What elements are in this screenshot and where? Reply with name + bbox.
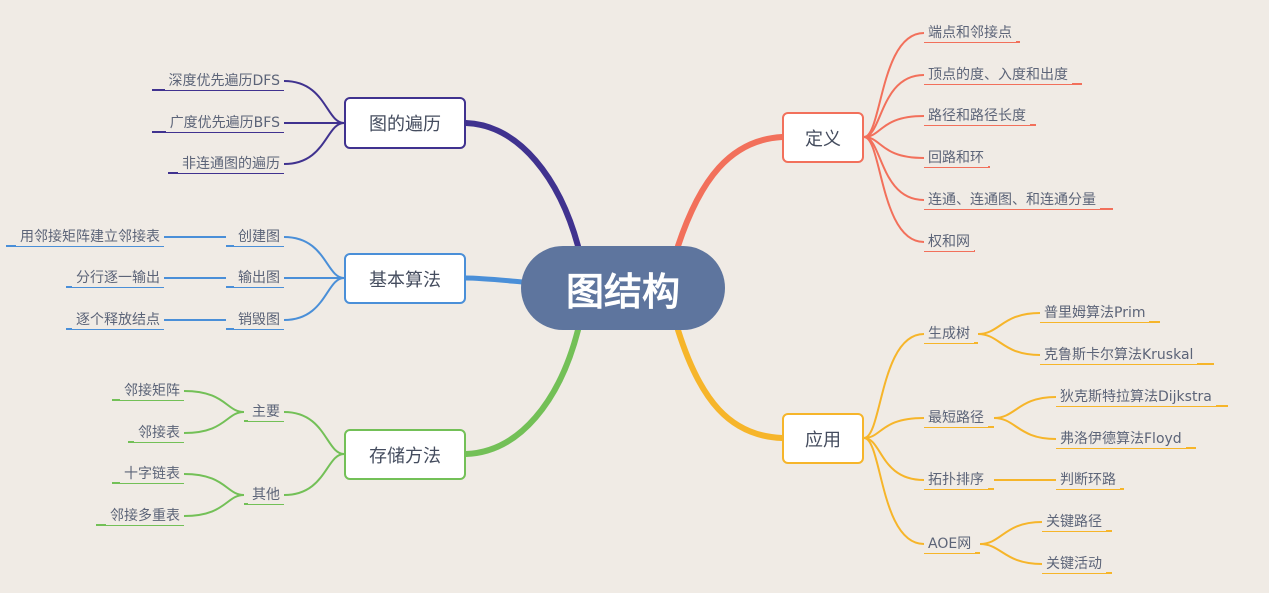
traversal-label: 图的遍历 (369, 114, 441, 135)
link-root-definition (675, 134, 785, 249)
algorithms-item[interactable]: 用邻接矩阵建立邻接表 (16, 228, 164, 246)
definition-item[interactable]: 端点和邻接点 (924, 24, 1016, 42)
definition-item[interactable]: 回路和环 (924, 149, 988, 167)
application-item[interactable]: 关键活动 (1042, 555, 1106, 573)
link-root-algorithms (463, 275, 526, 285)
application-group[interactable]: 拓扑排序 (924, 471, 988, 489)
storage-node[interactable]: 存储方法 (344, 429, 466, 480)
application-label: 应用 (805, 429, 841, 451)
definition-item[interactable]: 路径和路径长度 (924, 107, 1030, 125)
application-item[interactable]: 判断环路 (1056, 471, 1120, 489)
definition-item[interactable]: 权和网 (924, 233, 974, 251)
application-item[interactable]: 克鲁斯卡尔算法Kruskal (1040, 346, 1198, 364)
traversal-item[interactable]: 深度优先遍历DFS (164, 72, 284, 90)
traversal-links (152, 80, 345, 174)
storage-group[interactable]: 主要 (248, 403, 284, 421)
storage-group[interactable]: 其他 (248, 486, 284, 504)
traversal-node[interactable]: 图的遍历 (344, 97, 466, 149)
application-links (863, 312, 1228, 574)
application-item[interactable]: 关键路径 (1042, 513, 1106, 531)
root-node[interactable]: 图结构 (521, 246, 725, 330)
application-item[interactable]: 弗洛伊德算法Floyd (1056, 430, 1186, 448)
algorithms-item[interactable]: 分行逐一输出 (72, 269, 164, 287)
storage-item[interactable]: 邻接表 (134, 424, 184, 442)
algorithms-group[interactable]: 输出图 (234, 269, 284, 287)
application-group[interactable]: AOE网 (924, 535, 976, 553)
storage-item[interactable]: 邻接矩阵 (120, 382, 184, 400)
traversal-item[interactable]: 非连通图的遍历 (178, 155, 284, 173)
traversal-item[interactable]: 广度优先遍历BFS (165, 114, 284, 132)
algorithms-item[interactable]: 逐个释放结点 (72, 311, 164, 329)
application-group[interactable]: 生成树 (924, 325, 974, 343)
definition-node[interactable]: 定义 (782, 112, 864, 163)
storage-item[interactable]: 邻接多重表 (106, 507, 184, 525)
algorithms-node[interactable]: 基本算法 (344, 253, 466, 304)
application-group[interactable]: 最短路径 (924, 409, 988, 427)
application-item[interactable]: 狄克斯特拉算法Dijkstra (1056, 388, 1216, 406)
application-item[interactable]: 普里姆算法Prim (1040, 304, 1150, 322)
definition-links (863, 32, 1113, 252)
link-root-traversal (463, 120, 581, 249)
algorithms-group[interactable]: 销毁图 (234, 311, 284, 329)
storage-item[interactable]: 十字链表 (120, 465, 184, 483)
root-label: 图结构 (565, 269, 680, 314)
storage-links (96, 390, 345, 526)
definition-item[interactable]: 连通、连通图、和连通分量 (924, 191, 1100, 209)
algorithms-links (6, 236, 345, 330)
link-root-application (675, 327, 785, 441)
definition-label: 定义 (805, 128, 841, 150)
algorithms-label: 基本算法 (369, 269, 441, 291)
algorithms-group[interactable]: 创建图 (234, 228, 284, 246)
storage-label: 存储方法 (369, 445, 441, 467)
definition-item[interactable]: 顶点的度、入度和出度 (924, 66, 1072, 84)
application-node[interactable]: 应用 (782, 413, 864, 464)
link-root-storage (463, 327, 581, 457)
